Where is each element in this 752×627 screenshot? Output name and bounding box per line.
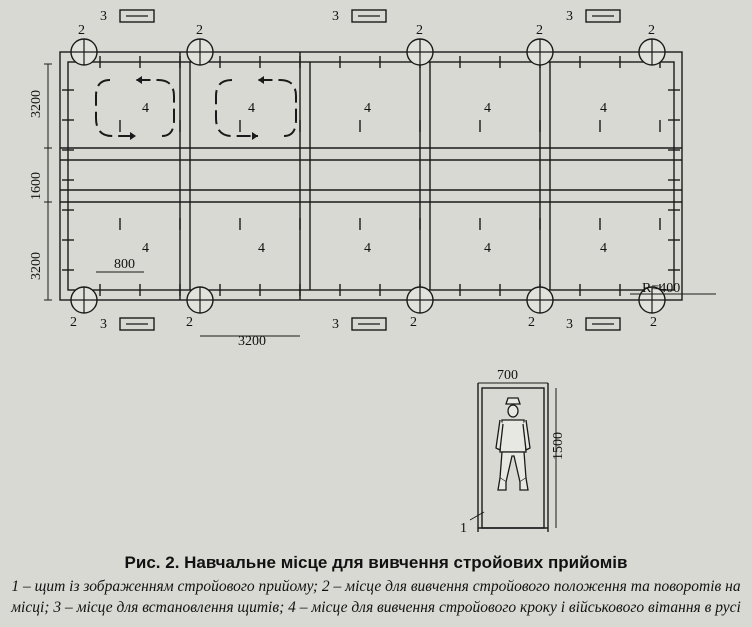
march-path-2 [215,79,297,137]
stand-rect [585,317,621,331]
label-4: 4 [258,241,265,256]
dim-800: 800 [114,257,135,272]
dim-3200-bottom: 3200 [29,252,44,280]
shield-leader [469,511,485,521]
label-4: 4 [600,241,607,256]
label-4: 4 [600,101,607,116]
dim-1500: 1500 [551,432,566,460]
caption-title: Рис. 2. Навчальне місце для вивчення стр… [124,553,628,572]
caption-legend: 1 – щит із зображенням стройового прийом… [11,578,741,616]
march-path-1 [95,79,175,137]
label-4: 4 [364,101,371,116]
label-4: 4 [248,101,255,116]
inner-frame [67,61,675,291]
arrow-head [130,132,136,140]
turn-places [70,38,666,314]
label-2: 2 [536,23,543,38]
dim-3200-horizontal: 3200 [238,334,266,349]
stand-rect [119,9,155,23]
shield-drawing [477,383,549,532]
label-2: 2 [416,23,423,38]
label-2: 2 [186,315,193,330]
label-4: 4 [142,241,149,256]
stand-rect [351,317,387,331]
stand-rect [585,9,621,23]
label-3: 3 [566,317,573,332]
label-3: 3 [100,9,107,24]
outer-frame [59,51,683,301]
label-2: 2 [648,23,655,38]
grid-lines [59,51,683,301]
label-3: 3 [332,9,339,24]
label-2: 2 [70,315,77,330]
label-3: 3 [566,9,573,24]
soldier-figure [495,397,531,491]
figure-caption: Рис. 2. Навчальне місце для вивчення стр… [0,553,752,618]
label-2: 2 [196,23,203,38]
march-arrows [95,76,297,140]
label-4: 4 [364,241,371,256]
shield-stands [119,9,621,331]
label-4: 4 [484,101,491,116]
stand-rect [119,317,155,331]
dim-700: 700 [497,368,518,383]
dim-1600: 1600 [29,172,44,200]
label-shield: 1 [460,521,467,536]
arrow-head [252,132,258,140]
stand-rect [351,9,387,23]
label-3: 3 [100,317,107,332]
label-2: 2 [78,23,85,38]
arrow-head [136,76,142,84]
label-2: 2 [650,315,657,330]
dim-3200-top: 3200 [29,90,44,118]
label-3: 3 [332,317,339,332]
label-2: 2 [528,315,535,330]
dimension-lines [44,63,716,528]
label-4: 4 [142,101,149,116]
label-2: 2 [410,315,417,330]
arrow-head [258,76,264,84]
dim-radius: R=400 [642,281,680,296]
label-4: 4 [484,241,491,256]
